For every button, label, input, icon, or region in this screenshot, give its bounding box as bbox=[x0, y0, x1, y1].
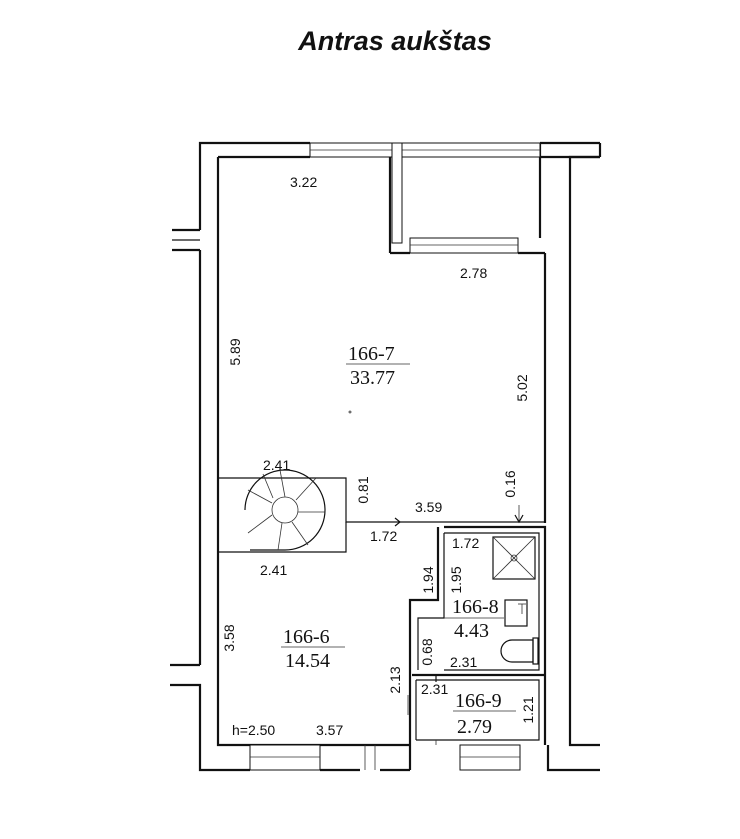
svg-text:4.43: 4.43 bbox=[454, 620, 489, 642]
dim-small-room-height: 1.21 bbox=[520, 696, 536, 723]
dim-partition-left: 1.72 bbox=[370, 528, 397, 544]
exterior-walls bbox=[170, 141, 602, 772]
room-labels: 166-7 33.77 166-6 14.54 166-8 4.43 166-9… bbox=[281, 343, 516, 738]
dim-bath-height-a: 1.94 bbox=[420, 566, 436, 593]
dim-partition-right: 3.59 bbox=[415, 499, 442, 515]
svg-text:33.77: 33.77 bbox=[350, 367, 395, 389]
svg-text:166-7: 166-7 bbox=[348, 343, 395, 365]
dim-ceiling-height: h=2.50 bbox=[232, 722, 275, 738]
room-label-166-7: 166-7 33.77 bbox=[346, 343, 410, 389]
dim-stair-bottom: 2.41 bbox=[260, 562, 287, 578]
dimension-ticks bbox=[348, 410, 524, 715]
dim-partition-offset: 0.16 bbox=[502, 470, 518, 497]
dim-bath-step: 0.68 bbox=[419, 638, 435, 665]
interior-partitions bbox=[218, 477, 547, 745]
room-label-166-8: 166-8 4.43 bbox=[452, 596, 499, 642]
svg-text:166-6: 166-6 bbox=[283, 626, 330, 648]
room-label-166-6: 166-6 14.54 bbox=[281, 626, 345, 672]
dim-top-right-width: 2.78 bbox=[460, 265, 487, 281]
dim-left-height-lower: 3.58 bbox=[221, 624, 237, 651]
dim-top-left-width: 3.22 bbox=[290, 174, 317, 190]
dim-small-room-width: 2.31 bbox=[421, 681, 448, 697]
plan-title: Antras aukštas bbox=[298, 26, 492, 56]
dim-bath-height-b: 1.95 bbox=[448, 566, 464, 593]
svg-text:2.79: 2.79 bbox=[457, 716, 492, 738]
dim-stair-top: 2.41 bbox=[263, 457, 290, 473]
svg-text:14.54: 14.54 bbox=[285, 650, 330, 672]
dim-stair-depth: 0.81 bbox=[355, 476, 371, 503]
dimension-labels: 3.22 2.78 5.89 5.02 2.41 2.41 0.81 3.59 … bbox=[221, 174, 536, 738]
room-label-166-9: 166-9 2.79 bbox=[453, 690, 516, 738]
dim-corridor-height: 2.13 bbox=[387, 666, 403, 693]
spiral-stair bbox=[244, 469, 326, 551]
bathroom-fixtures bbox=[444, 536, 539, 665]
dim-shower-width: 1.72 bbox=[452, 535, 479, 551]
svg-text:166-9: 166-9 bbox=[455, 690, 502, 712]
dim-bottom-width: 3.57 bbox=[316, 722, 343, 738]
dim-bath-width: 2.31 bbox=[450, 654, 477, 670]
dim-right-height-main: 5.02 bbox=[514, 374, 530, 401]
dim-left-height-main: 5.89 bbox=[227, 338, 243, 365]
svg-text:166-8: 166-8 bbox=[452, 596, 499, 618]
windows bbox=[249, 142, 541, 771]
